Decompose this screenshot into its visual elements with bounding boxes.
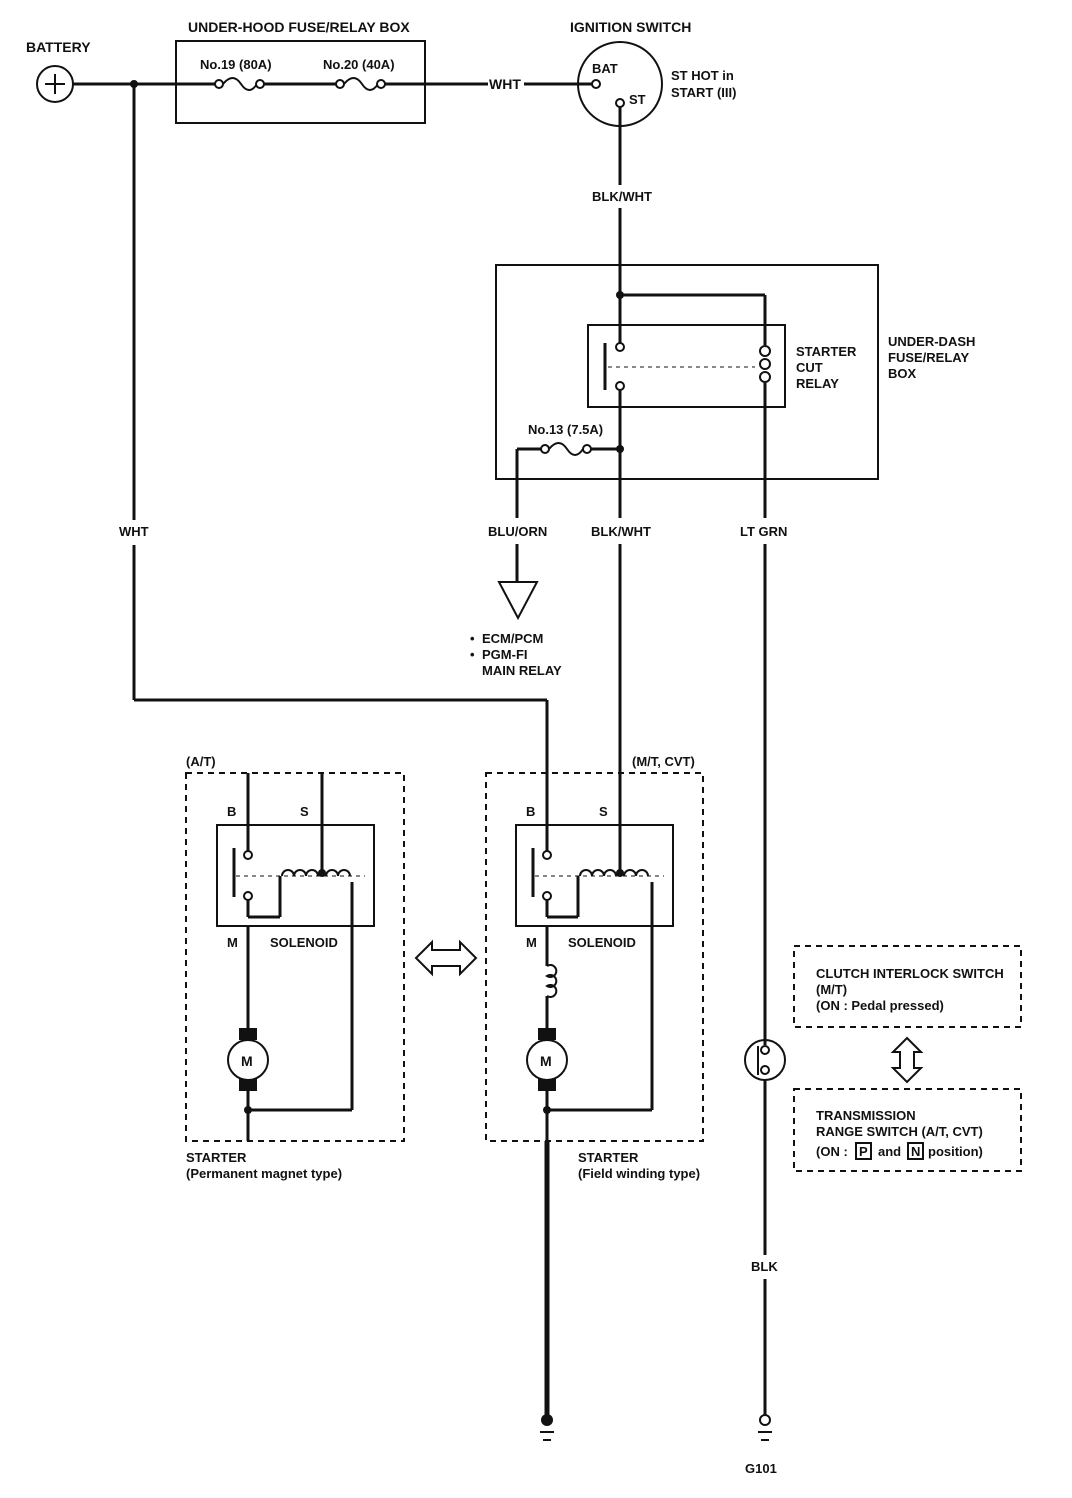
starter-at: (A/T) B S M SOLENOID M STARTER (Permanen… (185, 754, 405, 1181)
clutch-line3: (ON : Pedal pressed) (816, 998, 944, 1013)
blk-label: BLK (751, 1259, 778, 1274)
at-motor-label: M (241, 1053, 253, 1069)
clutch-switch-box: CLUTCH INTERLOCK SWITCH (M/T) (ON : Peda… (793, 945, 1022, 1028)
fuse19-label: No.19 (80A) (200, 57, 272, 72)
at-tag: (A/T) (186, 754, 216, 769)
mt-s: S (599, 804, 608, 819)
range-and: and (878, 1144, 901, 1159)
underdash-fuse-box: UNDER-DASH FUSE/RELAY BOX STARTER CUT RE… (495, 264, 975, 480)
range-n: N (911, 1144, 920, 1159)
mt-b: B (526, 804, 535, 819)
underdash-label-2: FUSE/RELAY (888, 350, 969, 365)
mt-label-1: STARTER (578, 1150, 639, 1165)
clutch-line1: CLUTCH INTERLOCK SWITCH (816, 966, 1004, 981)
relay-label-2: CUT (796, 360, 823, 375)
at-label-1: STARTER (186, 1150, 247, 1165)
ecm-line3: MAIN RELAY (482, 663, 562, 678)
at-b: B (227, 804, 236, 819)
mt-solenoid (515, 824, 674, 927)
fuse13-label: No.13 (7.5A) (528, 422, 603, 437)
wht-left-label: WHT (119, 524, 149, 539)
mt-label-2: (Field winding type) (578, 1166, 700, 1181)
blu-orn-label: BLU/ORN (488, 524, 547, 539)
underdash-label-3: BOX (888, 366, 917, 381)
field-winding (545, 964, 558, 998)
underhood-box-label: UNDER-HOOD FUSE/RELAY BOX (188, 19, 410, 35)
clutch-line2: (M/T) (816, 982, 847, 997)
at-m: M (227, 935, 238, 950)
relay-label-1: STARTER (796, 344, 857, 359)
svg-text:•: • (470, 631, 475, 646)
updown-arrow-icon (890, 1036, 924, 1084)
range-line3-post: position) (928, 1144, 983, 1159)
ign-bat-label: BAT (592, 61, 618, 76)
ign-st-label: ST (629, 92, 646, 107)
wht-top-label: WHT (489, 76, 521, 92)
underhood-fuse-box: UNDER-HOOD FUSE/RELAY BOX No.19 (80A) No… (175, 19, 426, 124)
at-solenoid-label: SOLENOID (270, 935, 338, 950)
ecm-line2: PGM-FI (482, 647, 528, 662)
blk-wht-mid-label: BLK/WHT (591, 524, 651, 539)
mt-solenoid-label: SOLENOID (568, 935, 636, 950)
ignition-switch-label: IGNITION SWITCH (570, 19, 691, 35)
interlock-switch (744, 1039, 786, 1081)
starter-cut-relay (587, 324, 786, 408)
range-line2: RANGE SWITCH (A/T, CVT) (816, 1124, 983, 1139)
range-switch-box: TRANSMISSION RANGE SWITCH (A/T, CVT) (ON… (793, 1088, 1022, 1172)
at-s: S (300, 804, 309, 819)
blk-wht-top-label: BLK/WHT (592, 189, 652, 204)
lt-grn-label: LT GRN (740, 524, 787, 539)
at-label-2: (Permanent magnet type) (186, 1166, 342, 1181)
mt-motor-label: M (540, 1053, 552, 1069)
double-arrow-icon (414, 939, 478, 977)
relay-label-3: RELAY (796, 376, 839, 391)
mt-m: M (526, 935, 537, 950)
ign-note-line1: ST HOT in (671, 68, 734, 83)
ecm-line1: ECM/PCM (482, 631, 543, 646)
ecm-arrow (497, 581, 539, 621)
starter-mt: (M/T, CVT) B S M SOLENOID M STARTER (Fie… (485, 754, 704, 1181)
range-line3-pre: (ON : (816, 1144, 848, 1159)
ground-label: G101 (745, 1461, 777, 1476)
svg-text:•: • (470, 647, 475, 662)
range-line1: TRANSMISSION (816, 1108, 916, 1123)
fuse20-label: No.20 (40A) (323, 57, 395, 72)
underdash-label-1: UNDER-DASH (888, 334, 975, 349)
ign-note-line2: START (III) (671, 85, 736, 100)
mt-tag: (M/T, CVT) (632, 754, 695, 769)
range-p: P (859, 1144, 868, 1159)
battery: BATTERY (26, 39, 91, 103)
battery-label: BATTERY (26, 39, 91, 55)
at-solenoid (216, 824, 375, 927)
ignition-switch: IGNITION SWITCH BAT ST ST HOT in START (… (570, 19, 736, 127)
